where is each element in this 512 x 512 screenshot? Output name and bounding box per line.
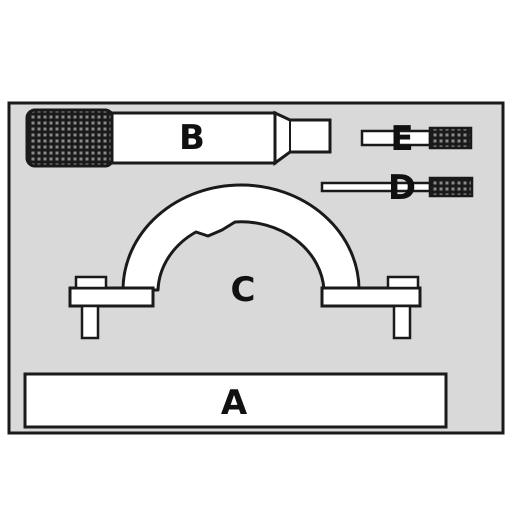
- tool-e: [360, 126, 473, 150]
- label-e: E: [390, 119, 413, 159]
- tool-b: [25, 108, 332, 168]
- label-c: C: [231, 270, 256, 310]
- tool-b-shaft: [110, 111, 277, 165]
- tool-d: [320, 176, 474, 198]
- tool-a-bar: [23, 372, 448, 429]
- tool-c-arch: [121, 183, 361, 292]
- tool-c-right-bolt: [392, 304, 412, 340]
- label-a: A: [221, 383, 248, 423]
- tool-c-left-foot: [68, 286, 155, 308]
- tool-c-left-bolt-head: [74, 275, 108, 290]
- tool-c-left-bolt: [80, 304, 100, 340]
- label-d: D: [388, 168, 416, 208]
- tool-d-knurled-end: [428, 176, 474, 198]
- tool-c: [68, 183, 422, 340]
- tool-e-knurled-end: [428, 126, 473, 150]
- tool-c-right-bolt-head: [386, 275, 420, 290]
- tool-b-knurled-grip: [25, 108, 115, 168]
- tool-c-right-foot: [320, 286, 422, 308]
- label-b: B: [179, 118, 205, 158]
